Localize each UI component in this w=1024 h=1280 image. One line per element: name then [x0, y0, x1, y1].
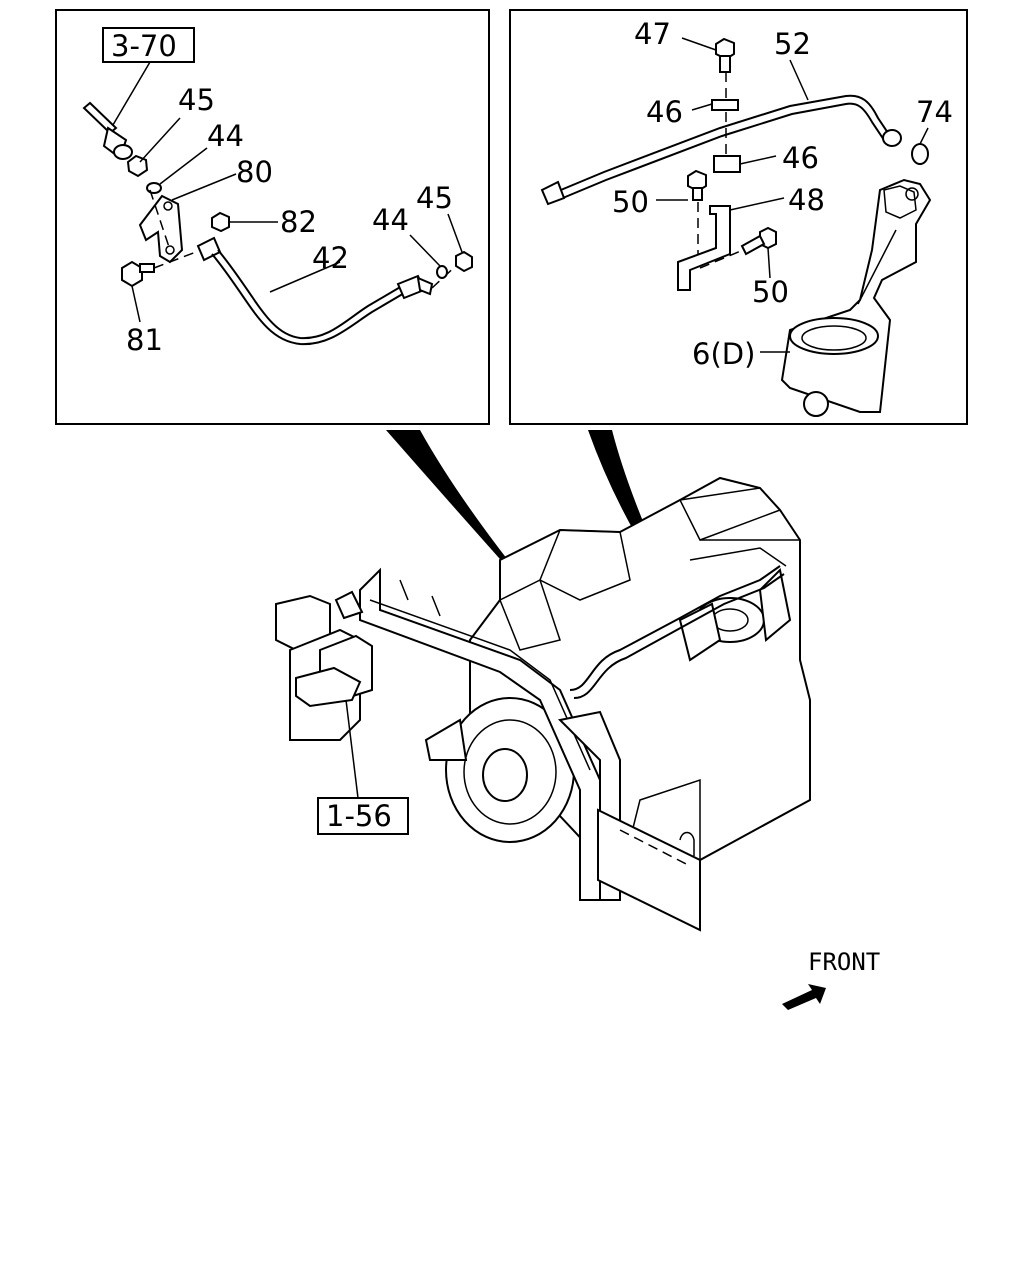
- cross-member: [597, 808, 701, 932]
- callout-6D: 6(D): [692, 337, 755, 371]
- callout-46-b: 46: [782, 141, 819, 175]
- front-indicator: FRONT: [782, 948, 880, 1010]
- callout-74: 74: [916, 95, 953, 129]
- nut-82: [211, 211, 278, 233]
- nut-45-right: [447, 213, 473, 273]
- bolt-50-right: [740, 226, 777, 279]
- left-ref-box: [102, 27, 195, 63]
- bolt-81: [121, 251, 197, 323]
- sender-rod-3-70: [82, 101, 133, 160]
- bracket-48: [677, 197, 785, 291]
- ref-label-1-56: 1-56: [326, 799, 392, 833]
- front-label: FRONT: [808, 948, 880, 976]
- callout-45-a: 45: [178, 83, 215, 117]
- callout-50-b: 50: [752, 275, 789, 309]
- washer-44-left: [146, 147, 208, 194]
- bolt-47: [681, 37, 735, 100]
- clamp-46-lower: [713, 112, 777, 173]
- nut-45-left: [126, 117, 181, 178]
- clamp-46-top: [691, 99, 739, 111]
- callout-82: 82: [280, 205, 317, 239]
- flywheel: [424, 697, 575, 843]
- pipe-52-installed: [569, 565, 781, 691]
- left-panel-frame: [55, 9, 490, 425]
- washer-44-right: [409, 234, 448, 279]
- callout-80: 80: [236, 155, 273, 189]
- cable-42: [196, 236, 461, 346]
- callout-44-a: 44: [207, 119, 244, 153]
- bolt-50-left: [656, 169, 707, 262]
- right-panel-frame: [509, 9, 968, 425]
- callout-50-a: 50: [612, 185, 649, 219]
- callout-44-b: 44: [372, 203, 409, 237]
- callout-48: 48: [788, 183, 825, 217]
- callout-81: 81: [126, 323, 163, 357]
- engine-assembly: 1-56: [275, 476, 811, 932]
- left-detail-panel: 3-70 45 44 80: [55, 9, 490, 425]
- ref-label-3-70: 3-70: [111, 29, 177, 63]
- grommet-74: [911, 127, 929, 165]
- side-unit-1-56: [275, 590, 373, 799]
- callout-46-a: 46: [646, 95, 683, 129]
- main-ref-box: [317, 797, 409, 835]
- callout-47: 47: [634, 17, 671, 51]
- callout-42: 42: [312, 241, 349, 275]
- front-arrow-icon: [782, 984, 826, 1010]
- callout-45-b: 45: [416, 181, 453, 215]
- callout-52: 52: [774, 27, 811, 61]
- housing-6D: [760, 178, 932, 417]
- pipe-52: [540, 59, 902, 206]
- right-detail-panel: 47 52 46 74 46: [509, 9, 968, 425]
